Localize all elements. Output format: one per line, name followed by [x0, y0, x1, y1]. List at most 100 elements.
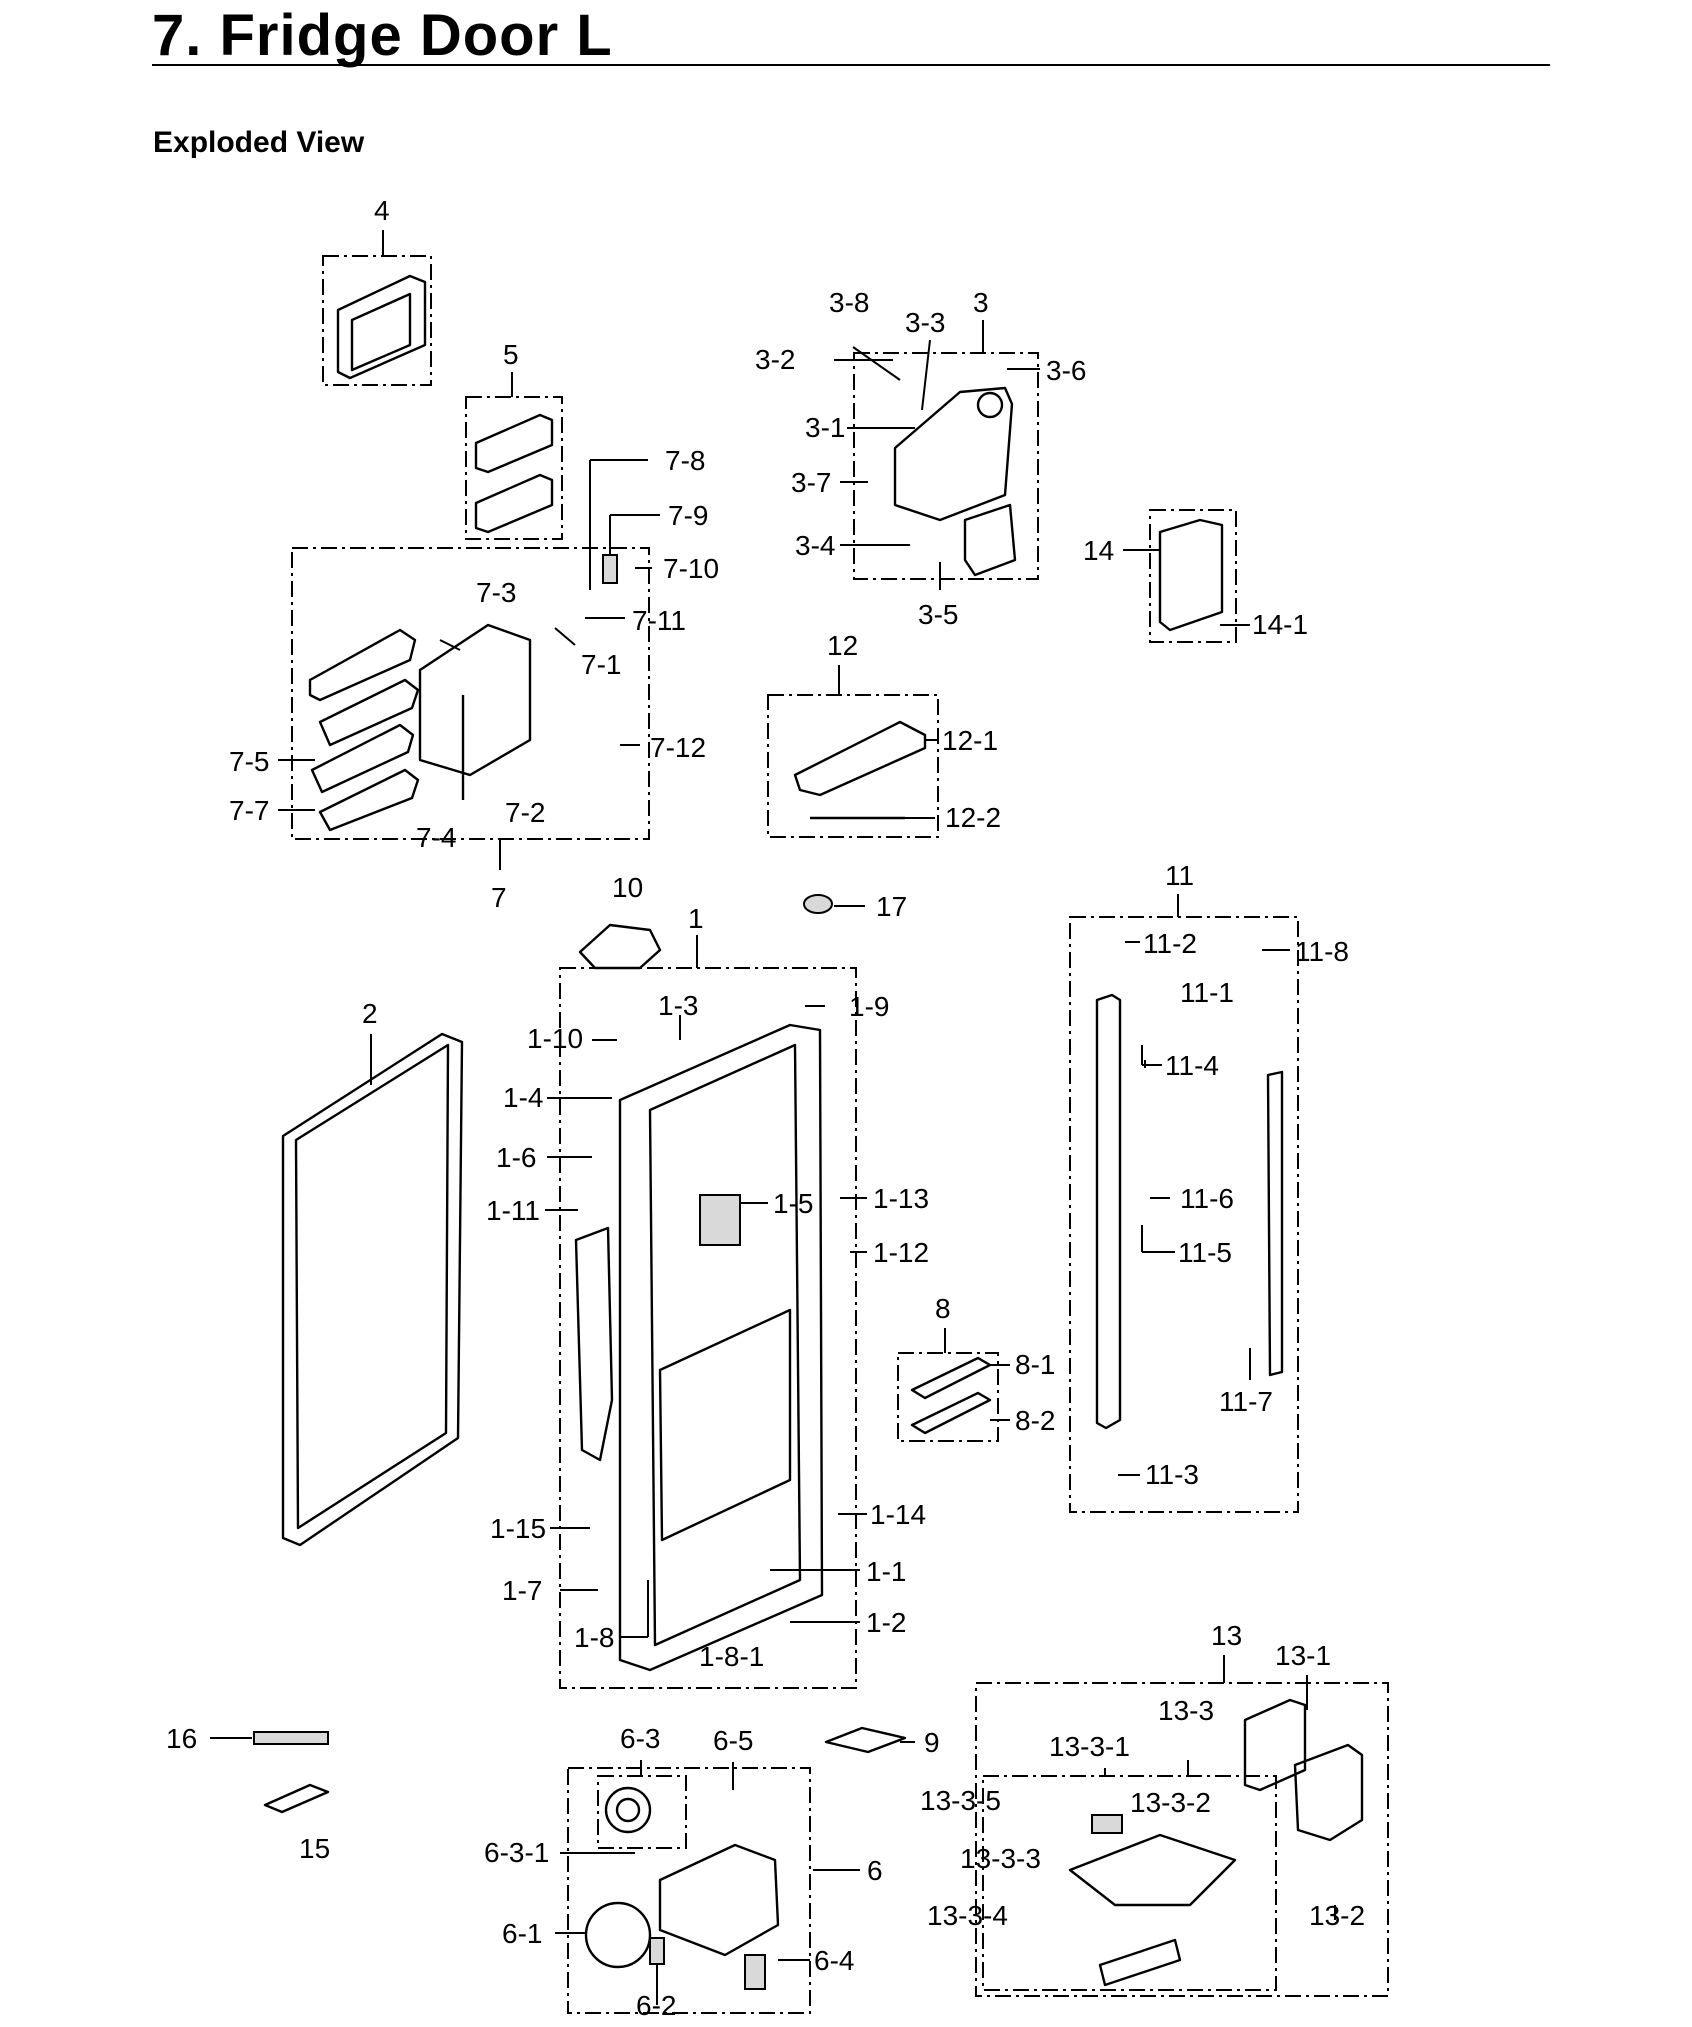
- callout-6-3: 6-3: [620, 1723, 660, 1754]
- callout-7-8: 7-8: [665, 445, 705, 476]
- group-13-3-box: [982, 1775, 1277, 1991]
- callout-13: 13: [1211, 1620, 1242, 1651]
- part-13-1-paddle: [1293, 1743, 1364, 1842]
- callout-13-3-3: 13-3-3: [960, 1843, 1041, 1874]
- part-4-guard: [336, 274, 427, 380]
- callout-6-5: 6-5: [713, 1725, 753, 1756]
- callout-1-7: 1-7: [502, 1575, 542, 1606]
- callout-7-3: 7-3: [476, 577, 516, 608]
- callout-1-9: 1-9: [849, 991, 889, 1022]
- part-6-4: [744, 1954, 766, 1990]
- callout-6: 6: [867, 1855, 883, 1886]
- part-5-bin-lower: [474, 473, 554, 534]
- callout-3-2: 3-2: [755, 344, 795, 375]
- part-7-shelf-2: [318, 678, 420, 747]
- callout-11-1: 11-1: [1180, 977, 1234, 1008]
- callout-7: 7: [491, 882, 507, 913]
- group-6-3-box: [597, 1775, 687, 1849]
- callout-17: 17: [876, 891, 907, 922]
- group-1: 1 1-3 1-9 1-10 1-4 1-6 1-11 1-5 1-13 1-1…: [486, 903, 929, 1689]
- group-10: 10: [578, 872, 662, 970]
- callout-1-13: 1-13: [873, 1183, 929, 1214]
- callout-11-3: 11-3: [1145, 1459, 1199, 1490]
- part-14-cover: [1158, 518, 1224, 632]
- callout-13-2: 13-2: [1309, 1900, 1365, 1931]
- callout-4: 4: [374, 195, 390, 226]
- callout-10: 10: [612, 872, 643, 903]
- callout-3: 3: [973, 287, 989, 318]
- callout-13-3-4: 13-3-4: [927, 1900, 1008, 1931]
- group-13: 13 13-1 13-3 13-3-1 13-3-5 13-3-2 13-3-3…: [920, 1620, 1389, 1997]
- callout-7-9: 7-9: [668, 500, 708, 531]
- callout-1-1: 1-1: [866, 1556, 906, 1587]
- callout-13-1: 13-1: [1275, 1640, 1331, 1671]
- callout-16: 16: [166, 1723, 197, 1754]
- callout-8-2: 8-2: [1015, 1405, 1055, 1436]
- group-11-box: [1069, 916, 1299, 1513]
- callout-1-3: 1-3: [658, 990, 698, 1021]
- callout-7-5: 7-5: [229, 746, 269, 777]
- part-12-1-heater: [793, 720, 927, 797]
- callout-3-6: 3-6: [1046, 355, 1086, 386]
- part-3-icemaker-body: [893, 386, 1014, 522]
- group-7-box: [291, 547, 650, 840]
- callout-1-8-1: 1-8-1: [699, 1641, 764, 1672]
- part-7-shelf-3: [310, 723, 415, 794]
- callout-3-4: 3-4: [795, 530, 835, 561]
- part-6-motor-housing: [658, 1843, 780, 1957]
- group-8-box: [897, 1352, 999, 1442]
- part-11-7-trim: [1266, 1070, 1284, 1377]
- callout-12-2: 12-2: [945, 802, 1001, 833]
- callout-1-11: 1-11: [486, 1195, 540, 1226]
- callout-14: 14: [1083, 535, 1114, 566]
- callout-3-8: 3-8: [829, 287, 869, 318]
- callout-13-3-2: 13-3-2: [1130, 1787, 1211, 1818]
- part-10-cap: [578, 923, 662, 970]
- callout-6-3-1: 6-3-1: [484, 1837, 549, 1868]
- callout-3-7: 3-7: [791, 467, 831, 498]
- callout-1-8: 1-8: [574, 1622, 614, 1653]
- part-15-plate: [263, 1783, 330, 1814]
- group-3: 3 3-8 3-3 3-2 3-6 3-1 3-7 3-4 3-5: [755, 287, 1086, 630]
- callout-1-14: 1-14: [870, 1499, 926, 1530]
- part-7-shelf-4: [318, 768, 420, 832]
- group-14: 14 14-1: [1083, 509, 1308, 643]
- part-16-spring: [253, 1731, 329, 1745]
- part-1-5: [699, 1194, 741, 1246]
- callout-11-4: 11-4: [1165, 1050, 1219, 1081]
- part-1-side-duct: [574, 1226, 614, 1462]
- page-subtitle: Exploded View: [153, 126, 365, 159]
- callout-3-3: 3-3: [905, 307, 945, 338]
- group-17: 17: [803, 891, 907, 922]
- part-2-gasket-inner: [294, 1043, 450, 1530]
- callout-1: 1: [688, 903, 704, 934]
- callout-1-5: 1-5: [773, 1188, 813, 1219]
- part-1-dispenser-recess: [658, 1308, 792, 1542]
- part-2-gasket-outer: [281, 1032, 464, 1547]
- callout-14-1: 14-1: [1252, 609, 1308, 640]
- callout-6-2: 6-2: [636, 1990, 676, 2021]
- callout-1-6: 1-6: [496, 1142, 536, 1173]
- part-6-3-gear: [604, 1786, 652, 1834]
- callout-7-10: 7-10: [663, 553, 719, 584]
- group-3-box: [853, 352, 1039, 580]
- callout-5: 5: [503, 339, 519, 370]
- callout-1-10: 1-10: [527, 1023, 583, 1054]
- callout-1-2: 1-2: [866, 1607, 906, 1638]
- callout-1-12: 1-12: [873, 1237, 929, 1268]
- part-1-door-body: [618, 1023, 824, 1672]
- group-8: 8 8-1 8-2: [897, 1293, 1055, 1442]
- group-16: 16: [166, 1723, 329, 1754]
- part-8-2: [910, 1391, 992, 1435]
- callout-3-1: 3-1: [805, 412, 845, 443]
- group-9: 9: [824, 1726, 940, 1758]
- part-13-3-1: [1091, 1814, 1123, 1834]
- callout-1-4: 1-4: [503, 1082, 543, 1113]
- page-title: 7. Fridge Door L: [152, 3, 613, 68]
- group-4: 4: [322, 195, 432, 386]
- part-5-bin-upper: [474, 413, 554, 474]
- group-11: 11 11-2 11-8 11-1 11-4 11-6 11-5 11-7 11…: [1069, 860, 1349, 1513]
- callout-11-6: 11-6: [1180, 1183, 1234, 1214]
- group-6-box: [567, 1767, 811, 2014]
- part-6-1-motor: [584, 1901, 652, 1969]
